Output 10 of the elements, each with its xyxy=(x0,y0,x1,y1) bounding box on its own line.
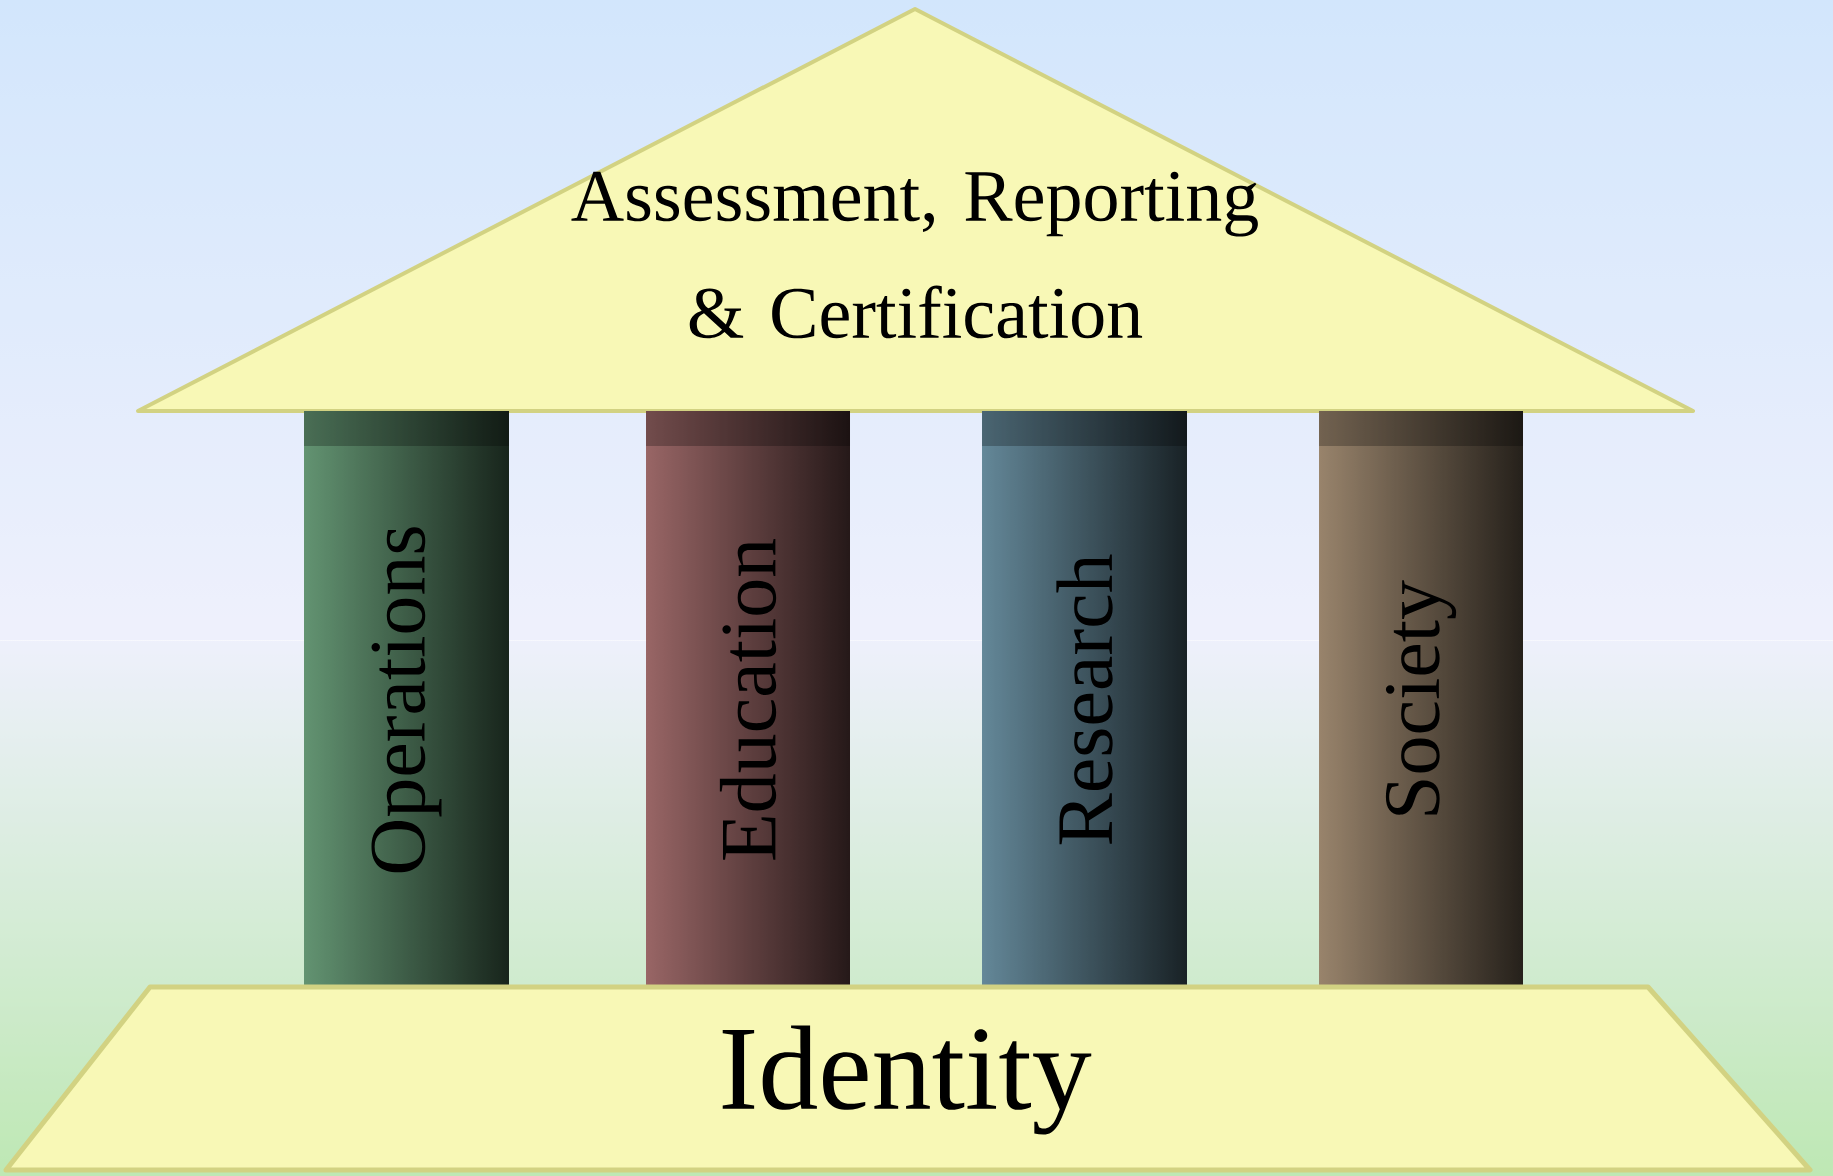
node-label: Education xyxy=(719,538,777,860)
pillar: Education xyxy=(646,411,850,860)
node-label: Operations xyxy=(371,527,442,873)
roof-triangle: Assessment, Reporting & Certification xyxy=(136,7,1695,413)
pillar: Operations xyxy=(304,411,509,873)
pillar: Research xyxy=(982,411,1187,845)
node-label: Research xyxy=(1056,554,1113,845)
base-platform: Identity xyxy=(3,984,1813,1173)
pillar: Society xyxy=(1319,411,1523,815)
node-label: Society xyxy=(1385,580,1457,815)
